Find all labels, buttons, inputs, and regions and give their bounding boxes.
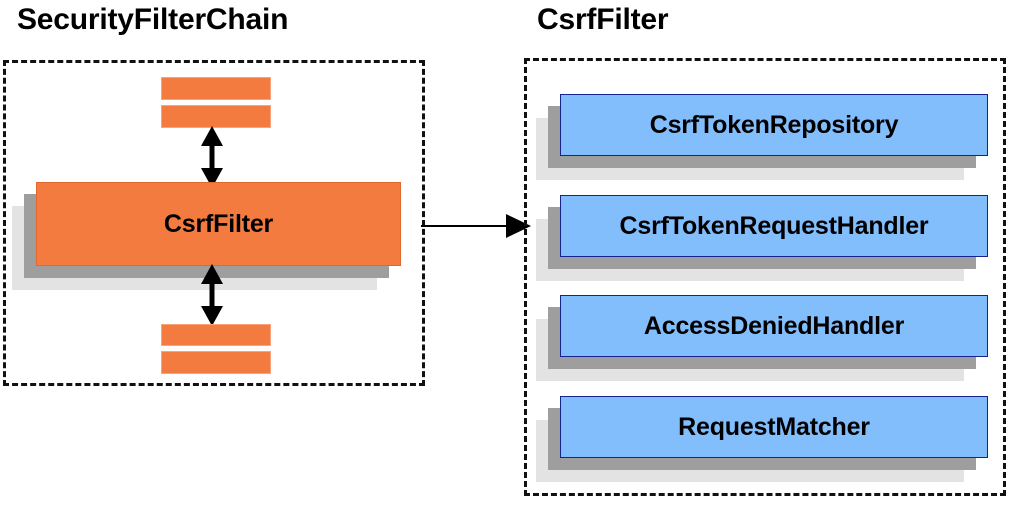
component-card-access-denied-handler[interactable]: AccessDeniedHandler (536, 295, 988, 381)
csrf-filter-card-face: CsrfFilter (36, 182, 401, 266)
csrf-filter-container (524, 58, 1006, 496)
component-card-face: AccessDeniedHandler (560, 295, 988, 357)
component-card-label: AccessDeniedHandler (643, 311, 905, 340)
left-panel-title: SecurityFilterChain (17, 3, 289, 36)
panel-connector-arrow-icon (421, 214, 531, 238)
component-card-face: CsrfTokenRequestHandler (560, 195, 988, 257)
component-card-face: RequestMatcher (560, 396, 988, 458)
component-card-face: CsrfTokenRepository (560, 94, 988, 156)
filter-stub-above-2 (161, 105, 271, 128)
component-card-label: RequestMatcher (678, 412, 870, 441)
component-card-csrf-token-request-handler[interactable]: CsrfTokenRequestHandler (536, 195, 988, 281)
filter-stub-below-2 (161, 351, 271, 374)
double-headed-vertical-arrow-above-icon (201, 126, 223, 188)
double-headed-vertical-arrow-below-icon (201, 264, 223, 326)
filter-stub-below-1 (161, 324, 271, 346)
csrf-filter-card-label: CsrfFilter (163, 209, 274, 238)
filter-stub-above-1 (161, 77, 271, 100)
component-card-label: CsrfTokenRequestHandler (619, 211, 929, 240)
component-card-label: CsrfTokenRepository (649, 110, 899, 139)
component-card-request-matcher[interactable]: RequestMatcher (536, 396, 988, 482)
csrf-filter-card[interactable]: CsrfFilter (12, 182, 401, 290)
security-filter-chain-container (3, 60, 425, 386)
component-card-csrf-token-repository[interactable]: CsrfTokenRepository (536, 94, 988, 180)
right-panel-title: CsrfFilter (537, 3, 669, 36)
